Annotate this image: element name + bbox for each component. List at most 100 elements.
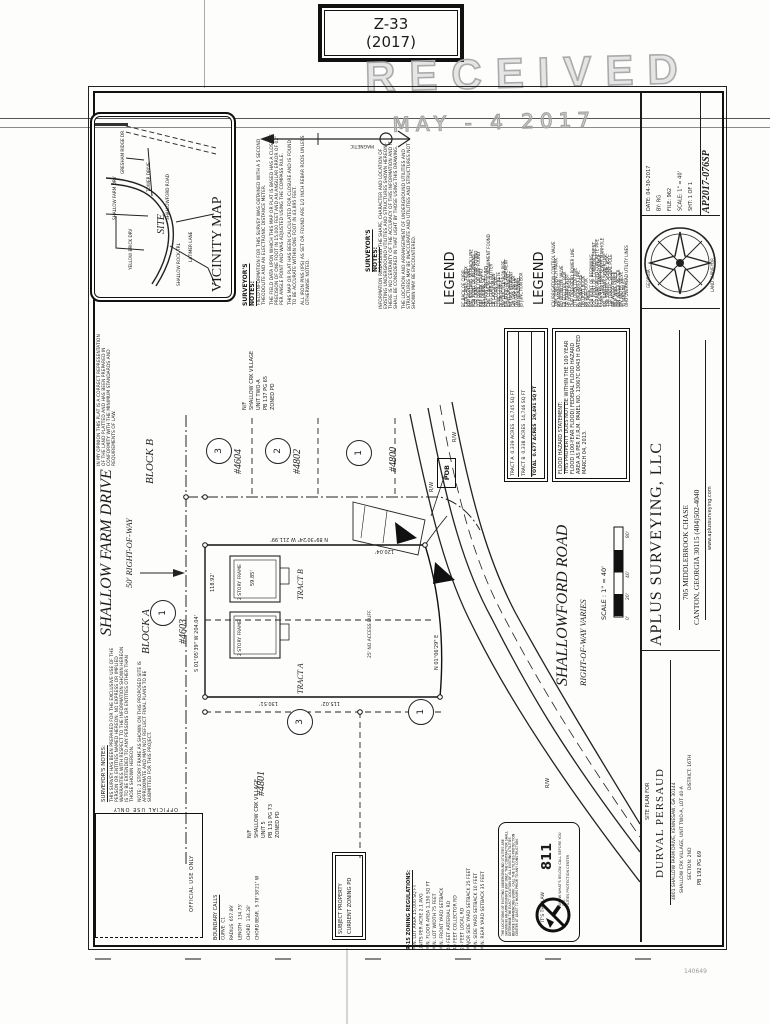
adjoiner-top-line: PB 137 PG 65 xyxy=(263,375,269,410)
scan-number-mark: 140649 xyxy=(684,968,707,975)
dim-130-51: 130.51' xyxy=(259,700,278,706)
no-access-buffer-label: 25' NO ACCESS BUFF. xyxy=(368,609,373,658)
scale-tick-0: 0' xyxy=(626,615,631,620)
lot-bubble-3: 3 xyxy=(206,438,232,464)
dim-115-02: 115.02' xyxy=(321,700,340,706)
titleblock-subdivider xyxy=(700,92,701,215)
titleblock-sep-3 xyxy=(641,650,720,651)
case-year: (2017) xyxy=(366,33,416,51)
project-heading: SITE PLAN FOR xyxy=(645,782,651,820)
lot-4800-label: #4800 xyxy=(388,447,399,472)
boundary-calls-bearing: CHORD BEAR. S 78°38'21" W xyxy=(255,875,261,940)
lot-4604-label: #4604 xyxy=(233,449,244,474)
surveyor-seal xyxy=(644,227,716,299)
company-website: www.aplussurveying.com xyxy=(707,486,713,550)
case-number-box: Z-33 (2017) xyxy=(318,4,464,62)
subject-property-box xyxy=(332,852,366,940)
dim-118-92: 118.92' xyxy=(210,573,216,592)
project-district: DISTRICT: 16TH xyxy=(688,754,693,790)
tract-table-grid-1 xyxy=(518,331,519,477)
lot-bubble-lower-3: 3 xyxy=(287,709,313,735)
scan-line-horizontal-2 xyxy=(0,127,770,128)
company-rule-1 xyxy=(679,330,680,630)
north-arrow-icon xyxy=(260,130,411,148)
lot-bubble-3-number: 3 xyxy=(214,448,224,454)
call811-dig-icon xyxy=(535,897,571,933)
project-section: SECTION: 2ND xyxy=(688,847,693,880)
street-main-row-label: 50' RIGHT-OF-WAY xyxy=(124,518,134,588)
lot-bubble-lower-1: 1 xyxy=(408,699,434,725)
fold-dashes xyxy=(95,958,715,960)
pob-box: POB xyxy=(437,458,456,488)
scan-line-vertical-bottom xyxy=(346,948,348,1024)
lot-bubble-4800: 1 xyxy=(346,440,372,466)
subject-property-text: SUBJECT PROPERTY CURRENT ZONING PD xyxy=(337,856,359,934)
adjoiner-bottom-line: SHALLOW CRK VILLAGE xyxy=(254,779,260,838)
company-rule-2 xyxy=(705,340,706,620)
subject-property-line1: SUBJECT PROPERTY xyxy=(338,883,344,934)
project-rule xyxy=(670,660,671,905)
boundary-calls-title: BOUNDARY CALLS xyxy=(213,894,219,940)
call811-note: KNOW WHAT'S BELOW. CALL BEFORE YOU DIG. xyxy=(558,832,566,906)
adjoiner-top-line: SHALLOW CRK VILLAGE xyxy=(249,351,255,410)
seal-text-top: GEORGIA xyxy=(646,269,651,288)
adjoiner-bottom-line: PB 131 PG 73 xyxy=(268,803,274,838)
zoning-line: MIN. REAR YARD SETBACK 35 FEET xyxy=(480,871,486,950)
plat-linework xyxy=(140,401,640,883)
case-number: Z-33 xyxy=(373,15,409,33)
vicinity-map-frame xyxy=(90,112,236,302)
zoning-line: MIN. FRONT YARD SETBACK xyxy=(439,887,445,950)
company-name: APLUS SURVEYING, LLC xyxy=(648,441,665,646)
lot-bubble-1: 1 xyxy=(150,600,176,626)
titleblock-divider xyxy=(640,92,642,942)
seal-text-bottom: LAND SURVEYOR xyxy=(710,258,715,292)
call811-fine-print: THE LOCATIONS OF EXISTING UNDERGROUND UT… xyxy=(501,831,519,936)
company-city-phone: CANTON, GEORGIA 30115 (404)502-4040 xyxy=(692,489,701,625)
titleblock-sep-2 xyxy=(641,308,720,309)
notes-c-block: SURVEYOR'S NOTES: THIS SURVEY HAS BEEN P… xyxy=(101,646,174,802)
notes-c-paragraph-1: THIS SURVEY HAS BEEN PREPARED FOR THE EX… xyxy=(110,646,135,802)
rw-label-2: R/W xyxy=(452,431,458,442)
boundary-calls-radius: RADIUS 657.89' xyxy=(230,904,235,940)
sheet-inner-border xyxy=(93,91,724,947)
lot-bubble-4800-number: 1 xyxy=(354,450,364,456)
scan-line-dash xyxy=(90,123,128,126)
street-main-label: SHALLOW FARM DRIVE xyxy=(98,469,115,636)
tract-a-label: TRACT A xyxy=(296,663,305,694)
project-address: 4801 SHALLOW FARM DRIVE, KENNESAW, GA 30… xyxy=(672,782,677,900)
pob-label: POB xyxy=(442,465,451,481)
adjoiner-top-line: UNIT TWO-A xyxy=(256,379,262,410)
scan-line-horizontal-1 xyxy=(0,118,770,119)
vicinity-map-roads xyxy=(105,125,217,287)
house-label-a: 2 STORY FRAME xyxy=(238,620,243,656)
lot-bubble-lower-1-number: 1 xyxy=(416,709,426,715)
titleblock-field: DATE: 04-30-2017 xyxy=(646,165,652,211)
titleblock-field: SHT: 1 OF 1 xyxy=(688,181,694,211)
scale-tick-20: 20' xyxy=(626,593,631,600)
boundary-calls-table: BOUNDARY CALLS CURVE C1 RADIUS 657.89' L… xyxy=(212,850,272,940)
boundary-calls-curve: CURVE C1 xyxy=(221,916,227,940)
lot-4802-label: #4802 xyxy=(292,449,303,474)
titleblock-sep-1 xyxy=(641,215,720,216)
lot-bubble-1-number: 1 xyxy=(158,610,168,616)
lot-bubble-lower-3-number: 3 xyxy=(295,719,305,725)
adjoiner-top-line: ZONED PD xyxy=(270,383,276,410)
notes-c-paragraph-2: NOTE: 2 STORY FRAME AS SHOWN ON THIS PRO… xyxy=(138,661,153,802)
street-side-row-label: RIGHT-OF-WAY VARIES xyxy=(578,599,588,686)
flood-statement: FLOOD HAZARD STATEMENT: THIS PROPERTY DO… xyxy=(558,334,622,474)
flood-body: THIS PROPERTY DOES NOT LIE WITHIN THE 10… xyxy=(564,334,588,474)
titleblock-field: FILE: 962 xyxy=(667,187,673,211)
notes-c-header: SURVEYOR'S NOTES: xyxy=(101,745,107,802)
official-use-label-side: OFFICIAL USE ONLY xyxy=(189,855,195,912)
dim-59-85: 59.85' xyxy=(250,570,256,586)
tract-table-box xyxy=(504,328,548,482)
dim-bearing-east: N 01°06'29" E xyxy=(434,634,440,670)
tract-table: TRACT A 0.339 ACRES 14,745 SQ FT TRACT B… xyxy=(508,332,542,476)
project-plat-ref: PB 192 PG 69 xyxy=(697,850,703,885)
lot-4603-label: #4603 xyxy=(178,619,189,644)
project-subdivision: SHALLOW CRK VILLAGE, UNIT TWO-A, LOT 40-… xyxy=(680,786,685,893)
scale-bar xyxy=(613,526,624,618)
